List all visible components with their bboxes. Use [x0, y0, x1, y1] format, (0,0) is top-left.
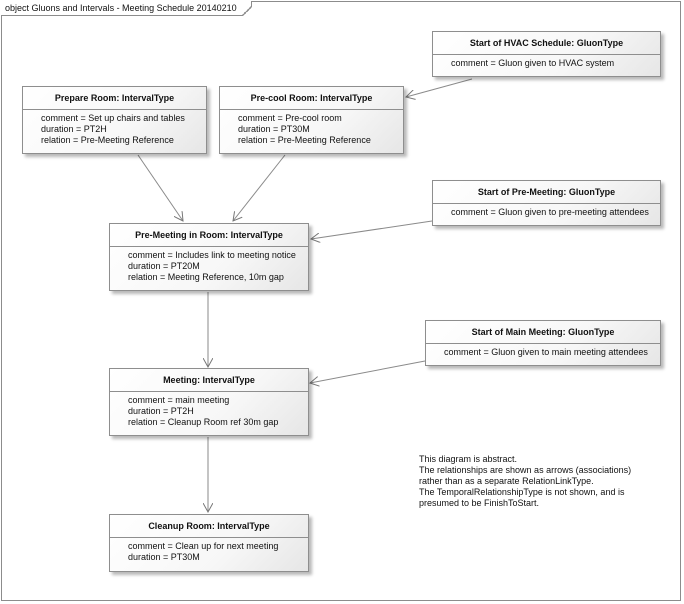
- object-premeeting-start[interactable]: Start of Pre-Meeting: GluonType comment …: [432, 180, 661, 226]
- association-main-start-to-meeting: [310, 360, 426, 383]
- object-title: Start of HVAC Schedule: GluonType: [433, 32, 660, 55]
- diagram-frame-title: object Gluons and Intervals - Meeting Sc…: [1, 1, 252, 16]
- object-attribute: comment = Gluon given to main meeting at…: [444, 347, 648, 357]
- object-title: Prepare Room: IntervalType: [23, 87, 206, 110]
- note-line: rather than as a separate RelationLinkTy…: [419, 476, 594, 486]
- object-attribute: relation = Pre-Meeting Reference: [238, 135, 371, 145]
- object-meeting[interactable]: Meeting: IntervalType comment = main mee…: [109, 368, 309, 436]
- object-title: Pre-cool Room: IntervalType: [220, 87, 403, 110]
- diagram-note: This diagram is abstract. The relationsh…: [419, 454, 649, 509]
- object-hvac-start[interactable]: Start of HVAC Schedule: GluonType commen…: [432, 31, 661, 77]
- object-cleanup-room[interactable]: Cleanup Room: IntervalType comment = Cle…: [109, 514, 309, 572]
- association-hvac-to-precool: [406, 78, 473, 97]
- object-attribute: comment = Gluon given to HVAC system: [451, 58, 615, 68]
- association-prepare-to-premeeting: [137, 154, 183, 221]
- object-attribute: comment = main meeting: [128, 395, 230, 405]
- object-title: Start of Pre-Meeting: GluonType: [433, 181, 660, 204]
- object-attribute: relation = Cleanup Room ref 30m gap: [128, 417, 279, 427]
- object-main-meeting-start[interactable]: Start of Main Meeting: GluonType comment…: [425, 320, 661, 366]
- object-premeeting-room[interactable]: Pre-Meeting in Room: IntervalType commen…: [109, 223, 309, 291]
- note-line: The TemporalRelationshipType is not show…: [419, 487, 625, 497]
- object-attribute: relation = Meeting Reference, 10m gap: [128, 272, 284, 282]
- association-precool-to-premeeting: [233, 154, 286, 221]
- object-attribute: duration = PT30M: [238, 124, 310, 134]
- object-precool-room[interactable]: Pre-cool Room: IntervalType comment = Pr…: [219, 86, 404, 154]
- object-attribute: duration = PT20M: [128, 261, 200, 271]
- object-attribute: comment = Clean up for next meeting: [128, 541, 279, 551]
- object-title: Cleanup Room: IntervalType: [110, 515, 308, 538]
- object-attribute: comment = Includes link to meeting notic…: [128, 250, 296, 260]
- object-attribute: duration = PT30M: [128, 552, 200, 562]
- object-attribute: comment = Set up chairs and tables: [41, 113, 185, 123]
- note-line: The relationships are shown as arrows (a…: [419, 465, 632, 475]
- note-line: This diagram is abstract.: [419, 454, 518, 464]
- object-attribute: duration = PT2H: [128, 406, 194, 416]
- object-attribute: comment = Pre-cool room: [238, 113, 342, 123]
- object-title: Meeting: IntervalType: [110, 369, 308, 392]
- object-title: Start of Main Meeting: GluonType: [426, 321, 660, 344]
- object-attribute: duration = PT2H: [41, 124, 107, 134]
- object-attribute: comment = Gluon given to pre-meeting att…: [451, 207, 649, 217]
- object-prepare-room[interactable]: Prepare Room: IntervalType comment = Set…: [22, 86, 207, 154]
- note-line: presumed to be FinishToStart.: [419, 498, 540, 508]
- object-title: Pre-Meeting in Room: IntervalType: [110, 224, 308, 247]
- association-premeeting-start-to-premeeting: [311, 220, 433, 239]
- object-attribute: relation = Pre-Meeting Reference: [41, 135, 174, 145]
